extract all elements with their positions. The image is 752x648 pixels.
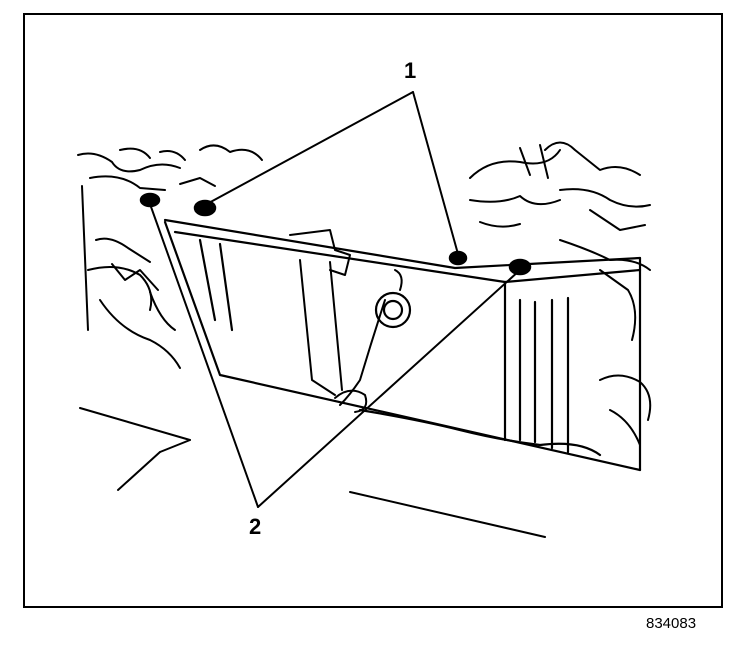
terminal-cap (374, 291, 412, 329)
hold-down-bolts (139, 192, 532, 276)
callout-leader-lines (149, 91, 521, 508)
ground-lines (79, 407, 546, 538)
battery (163, 218, 642, 472)
callout-1-label: 1 (404, 58, 417, 83)
left-engine-components (77, 144, 263, 369)
illustration-frame (23, 13, 723, 608)
callout-2-label: 2 (249, 514, 262, 539)
right-engine-components (469, 141, 652, 446)
figure-id: 834083 (646, 615, 697, 632)
hold-down-bracket (289, 229, 403, 413)
